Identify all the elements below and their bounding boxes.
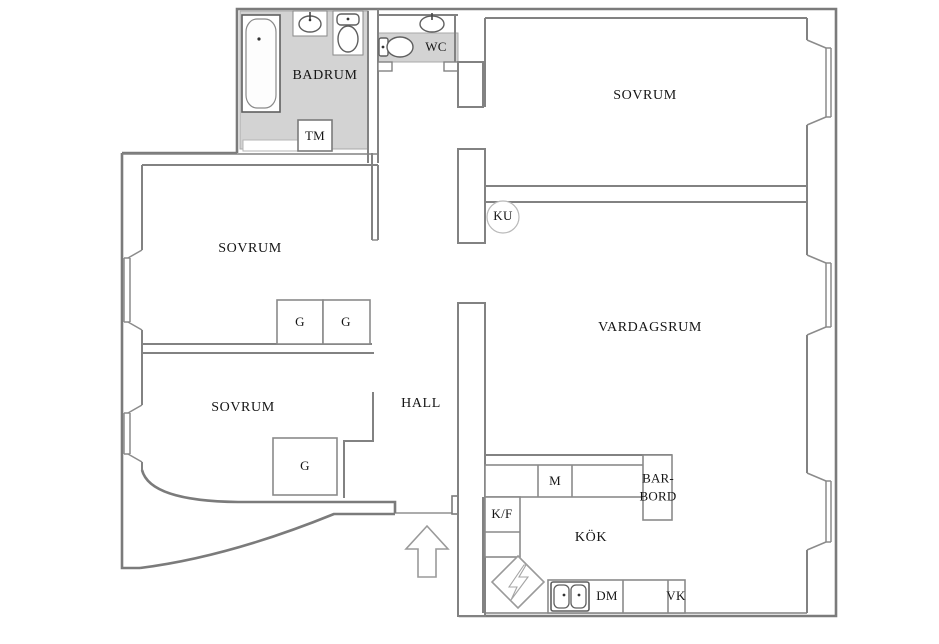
badrum-toilet-bowl xyxy=(337,25,359,53)
sink-basin-left xyxy=(553,584,570,609)
bathtub-drain xyxy=(257,37,261,41)
label-fridge-freezer: K/F xyxy=(491,506,513,521)
bathtub-inner xyxy=(245,18,277,109)
washing-machine xyxy=(297,119,333,152)
room-label-kok: KÖK xyxy=(574,530,608,545)
badrum-door-threshold xyxy=(242,139,299,152)
label-vk: VK xyxy=(666,588,686,603)
wardrobes xyxy=(272,299,371,496)
label-washing-machine: TM xyxy=(304,128,326,143)
badrum-sink-drain xyxy=(308,18,312,22)
kitchen-sink xyxy=(550,581,590,612)
bar-table xyxy=(642,454,673,521)
wardrobe-1 xyxy=(276,299,324,345)
label-wardrobe-1: G xyxy=(295,314,305,329)
windows xyxy=(123,39,832,551)
wardrobe-3 xyxy=(272,437,338,496)
room-label-sovrum-sw: SOVRUM xyxy=(211,400,275,415)
label-tiled-stove: KU xyxy=(493,208,513,223)
wardrobe-2 xyxy=(322,299,371,345)
entrance-arrow-icon xyxy=(404,524,450,578)
wc-toilet-button xyxy=(381,45,385,49)
label-bar-table-line2: BORD xyxy=(639,488,677,503)
room-label-hall: HALL xyxy=(401,396,441,411)
tiled-stove-circle xyxy=(486,200,520,234)
wc-toilet-bowl xyxy=(386,36,414,58)
room-label-sovrum-w: SOVRUM xyxy=(218,241,282,256)
kitchen-counter-top xyxy=(484,464,671,498)
sink-drain-right xyxy=(577,593,581,597)
wc-fixtures xyxy=(378,13,445,58)
label-wardrobe-3: G xyxy=(300,458,310,473)
label-micro: M xyxy=(549,473,561,488)
fridge-freezer xyxy=(484,496,521,558)
label-dishwasher: DM xyxy=(596,588,618,603)
room-label-badrum: BADRUM xyxy=(292,68,358,83)
label-bar-table-line1: BAR- xyxy=(642,470,674,486)
lightning-icon xyxy=(507,564,530,601)
sink-basin-right xyxy=(570,584,587,609)
label-wardrobe-2: G xyxy=(341,314,351,329)
room-label-vardagsrum: VARDAGSRUM xyxy=(598,320,702,335)
sink-drain-left xyxy=(562,593,566,597)
inner-walls xyxy=(122,9,808,617)
kitchen-fixtures xyxy=(484,454,686,614)
room-label-wc: WC xyxy=(425,39,447,54)
room-label-sovrum-ne: SOVRUM xyxy=(613,88,677,103)
toilet-button xyxy=(346,17,350,21)
badrum-fixtures xyxy=(241,10,364,152)
label-bar-table: BAR- BORD xyxy=(640,469,677,504)
